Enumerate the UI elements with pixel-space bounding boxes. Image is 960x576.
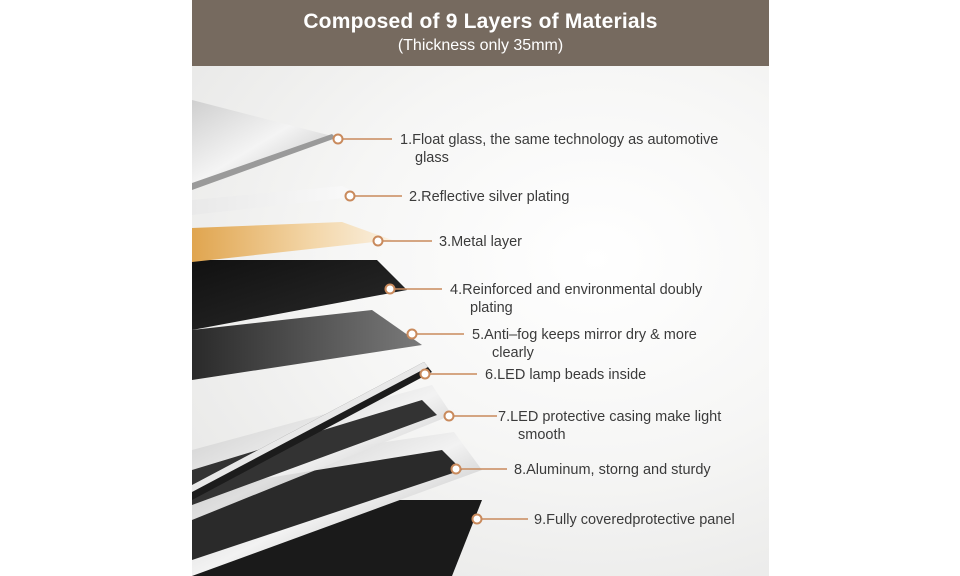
- exploded-layers-illustration: [192, 100, 528, 576]
- callout-dots: [332, 133, 483, 525]
- layer-5-anti-fog: [192, 310, 422, 380]
- layer-2-label: 2.Reflective silver plating: [409, 189, 570, 205]
- layer-1-label: 1.Float glass, the same technology as au…: [400, 132, 719, 166]
- layer-7-led-casing: [192, 385, 452, 520]
- layer-1-float-glass: [192, 100, 336, 190]
- layer-4-reinforced-plating: [192, 260, 407, 330]
- header-banner: Composed of 9 Layers of Materials (Thick…: [192, 0, 769, 66]
- layer-4-label: 4.Reinforced and environmental doubly pl…: [450, 282, 703, 316]
- layer-8-label: 8.Aluminum, storng and sturdy: [514, 462, 711, 478]
- callouts: [338, 138, 528, 520]
- layer-3-metal: [192, 222, 392, 262]
- layer-3-label: 3.Metal layer: [439, 234, 523, 250]
- layer-5-label: 5.Anti–fog keeps mirror dry & more clear…: [472, 327, 697, 361]
- layers-illustration-panel: [192, 0, 769, 576]
- layer-9-label: 9.Fully coveredprotective panel: [534, 512, 735, 528]
- layer-6-led-strip: [192, 362, 432, 500]
- layer-2-silver-plating: [192, 186, 362, 215]
- layer-6-label: 6.LED lamp beads inside: [485, 367, 647, 383]
- page-subtitle: (Thickness only 35mm): [397, 37, 564, 54]
- layer-7-label: 7.LED protective casing make light smoot…: [498, 409, 722, 443]
- page-title: Composed of 9 Layers of Materials: [303, 10, 658, 33]
